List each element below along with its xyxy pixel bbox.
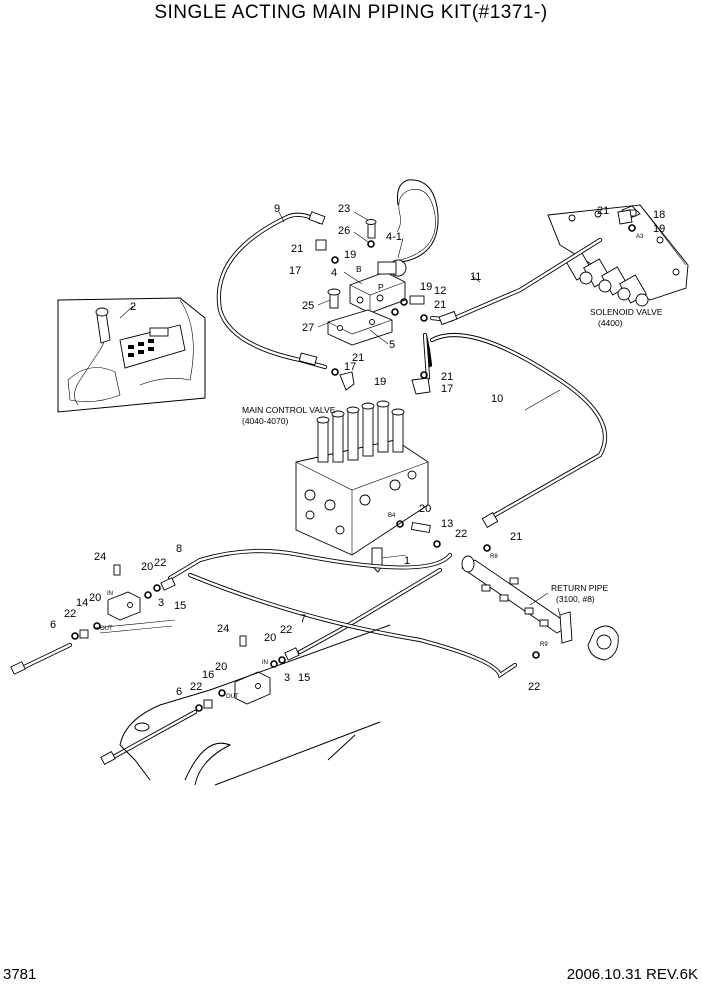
callout-20-right: 20 [215, 661, 227, 673]
port-r9-label: R9 [540, 642, 548, 648]
callout-25: 25 [302, 300, 314, 312]
callouts: 1 2 3 3 4 4-1 5 6 6 7 8 9 10 11 12 13 14… [50, 203, 665, 698]
callout-19-solenoid: 19 [653, 223, 665, 235]
callout-12: 12 [434, 285, 446, 297]
callout-6-lower: 6 [176, 686, 182, 698]
callout-19-block: 19 [420, 281, 432, 293]
callout-3-left: 3 [158, 597, 164, 609]
callout-4: 4 [331, 267, 337, 279]
callout-21-right: 21 [441, 371, 453, 383]
callout-22-top-right: 22 [280, 624, 292, 636]
callout-3-right: 3 [284, 672, 290, 684]
port-in-label-left: IN [107, 591, 113, 597]
callout-18: 18 [653, 209, 665, 221]
callout-5: 5 [389, 339, 395, 351]
callout-27: 27 [302, 322, 314, 334]
fittings [71, 209, 636, 712]
callout-19-mid: 19 [374, 376, 386, 388]
callout-22-valve: 22 [455, 528, 467, 540]
callout-20-valve: 20 [419, 503, 431, 515]
callout-22-top-left: 22 [154, 557, 166, 569]
callout-9: 9 [274, 203, 280, 215]
callout-4-1: 4-1 [386, 231, 402, 243]
callout-23: 23 [338, 203, 350, 215]
callout-10: 10 [491, 393, 503, 405]
inset-control-panel [57, 297, 206, 413]
callout-11: 11 [470, 271, 481, 283]
callout-6-left: 6 [50, 619, 56, 631]
callout-22-left: 22 [64, 608, 76, 620]
callout-21-top: 21 [291, 243, 303, 255]
callout-20-left: 20 [89, 592, 101, 604]
callout-24-left: 24 [94, 551, 106, 563]
callout-2: 2 [130, 301, 136, 313]
callout-21-mid: 21 [352, 352, 364, 364]
port-a3-label: A3 [636, 234, 644, 240]
solenoid-valve-label: SOLENOID VALVE [590, 307, 663, 317]
callout-24-right: 24 [217, 623, 229, 635]
callout-21-solenoid: 21 [597, 205, 609, 217]
shuttle-blocks [94, 591, 271, 705]
main-control-valve-label: MAIN CONTROL VALVE [242, 405, 336, 415]
callout-21-block: 21 [434, 299, 446, 311]
callout-17-mid: 17 [344, 361, 356, 373]
return-pipe-ref: (3100, #8) [556, 594, 595, 604]
port-r8-label: R8 [490, 554, 498, 560]
callout-22-lower: 22 [190, 681, 202, 693]
callout-22-return: 22 [528, 681, 540, 693]
text-labels: SOLENOID VALVE (4400) MAIN CONTROL VALVE… [100, 234, 663, 700]
page-number: 3781 [3, 966, 37, 983]
callout-20-top-left: 20 [141, 561, 153, 573]
callout-16: 16 [202, 669, 214, 681]
port-out-label-left: OUT [100, 626, 113, 632]
callout-8: 8 [176, 543, 182, 555]
callout-20-top-right: 20 [264, 632, 276, 644]
leader-lines [278, 211, 561, 616]
callout-15-right: 15 [298, 672, 310, 684]
callout-15-left: 15 [174, 600, 186, 612]
callout-1: 1 [404, 555, 410, 567]
callout-7: 7 [300, 613, 306, 625]
callout-17-top: 17 [289, 265, 301, 277]
revision-date: 2006.10.31 REV.6K [566, 966, 698, 983]
port-b-label: B [356, 264, 362, 274]
port-p-label: P [378, 282, 384, 292]
callout-17-right: 17 [441, 383, 453, 395]
valve-block-and-plate [327, 179, 439, 346]
boom-outline [119, 624, 391, 786]
callout-13: 13 [441, 518, 453, 530]
callout-21-return: 21 [510, 531, 522, 543]
port-in-label-right: IN [262, 660, 268, 666]
page-title: SINGLE ACTING MAIN PIPING KIT(#1371-) [154, 2, 548, 23]
callout-14: 14 [76, 597, 88, 609]
return-pipe [461, 555, 619, 661]
main-control-valve-ref: (4040-4070) [242, 416, 288, 426]
solenoid-valve-ref: (4400) [598, 318, 623, 328]
port-out-label-right: OUT [226, 694, 239, 700]
port-b4-label: B4 [388, 513, 396, 519]
callout-19-top: 19 [344, 249, 356, 261]
solenoid-valve-assembly [547, 204, 689, 307]
callout-26: 26 [338, 225, 350, 237]
return-pipe-label: RETURN PIPE [551, 583, 608, 593]
hoses [10, 211, 608, 765]
main-control-valve [295, 400, 429, 573]
